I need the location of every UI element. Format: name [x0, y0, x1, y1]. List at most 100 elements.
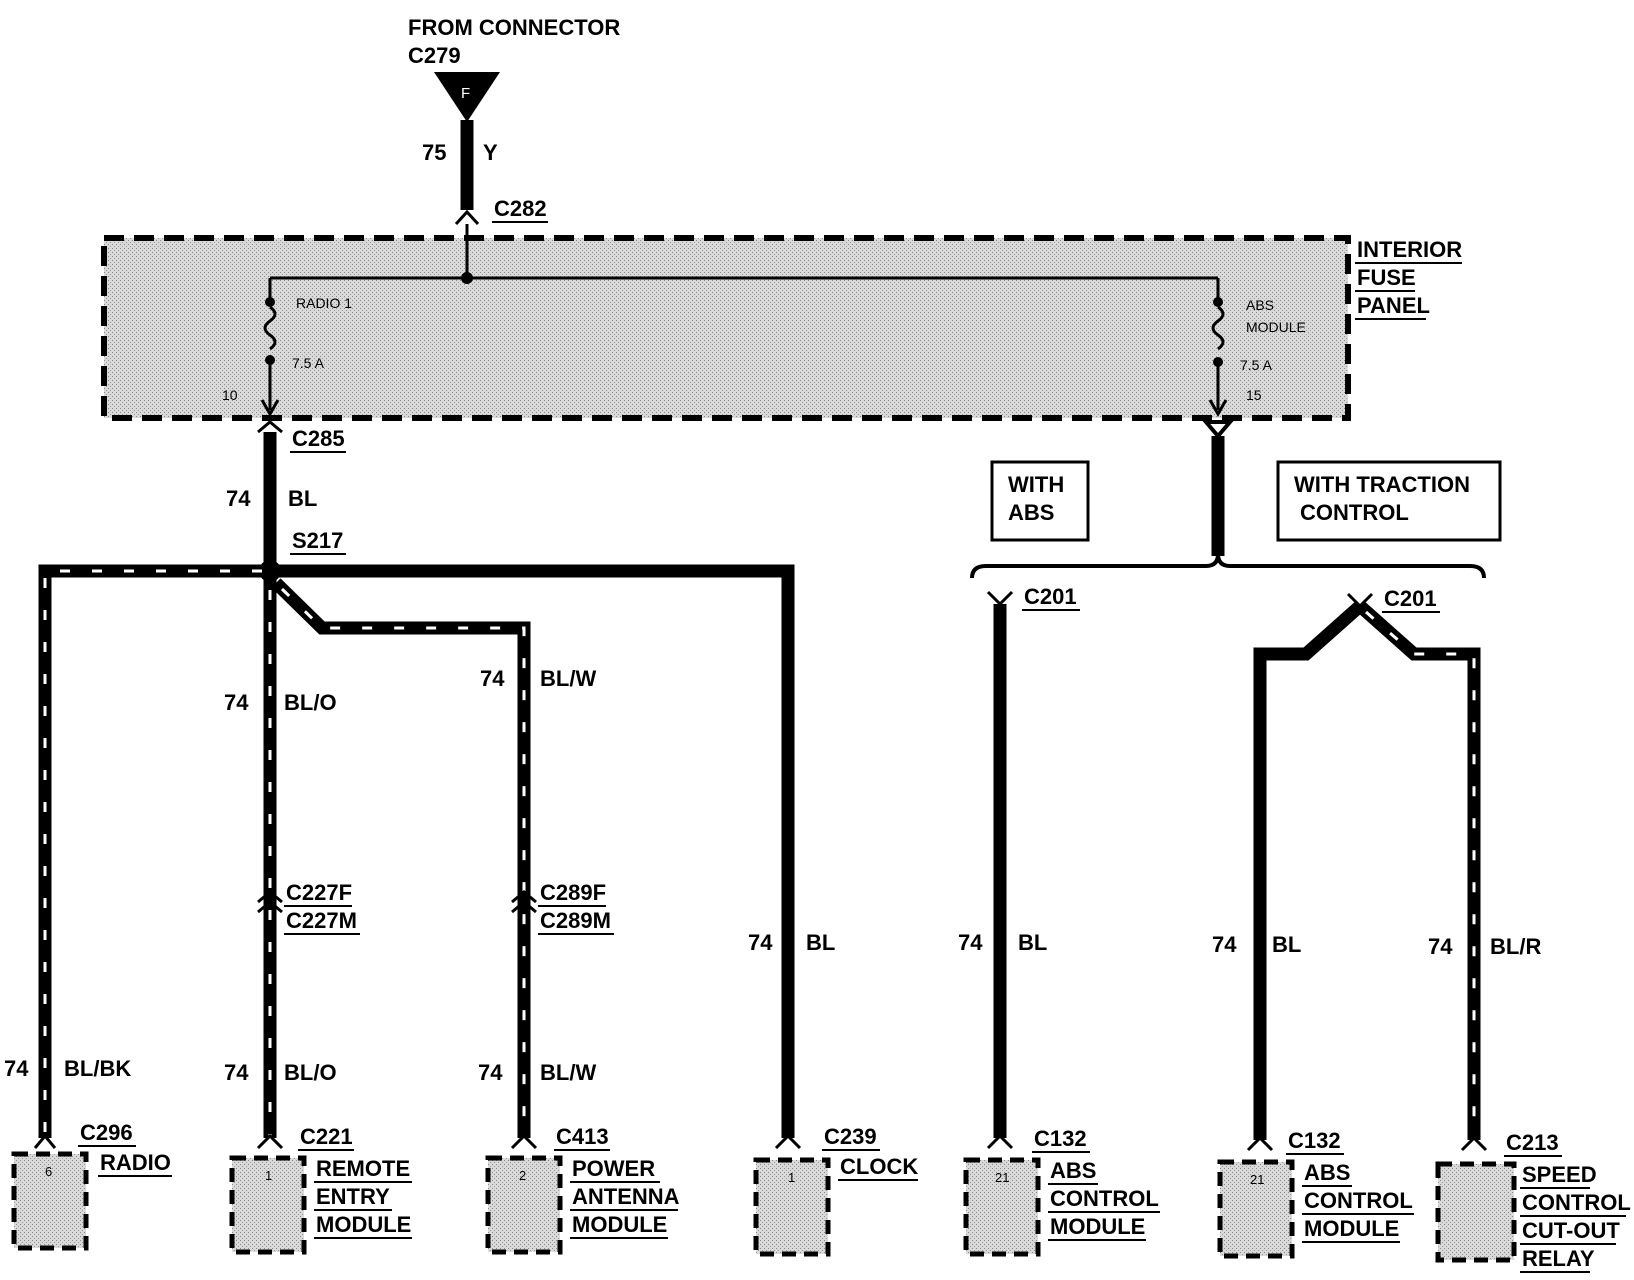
tc-abs-wire-circuit: 74 [1212, 932, 1237, 957]
wire-75-color: Y [483, 140, 498, 165]
fuse-abs-number: 15 [1246, 387, 1262, 403]
remote-top-color: BL/O [284, 690, 337, 715]
c132-abs-label: C132 [1034, 1126, 1087, 1151]
fuse-abs-name-2: MODULE [1246, 319, 1306, 335]
s217-label: S217 [292, 528, 343, 553]
c213-label: C213 [1506, 1130, 1559, 1155]
fuse-radio-1 [260, 297, 280, 418]
antenna-top-color: BL/W [540, 666, 596, 691]
power-antenna-label-3: MODULE [572, 1212, 667, 1237]
c132-tc-connector-symbol [1246, 1135, 1274, 1152]
tc-abs-control-label-3: MODULE [1304, 1216, 1399, 1241]
source-connector-label: C279 [408, 43, 461, 68]
c282-label: C282 [494, 196, 547, 221]
abs-control-label-1: ABS [1050, 1158, 1096, 1183]
fuse-radio-1-name: RADIO 1 [296, 295, 352, 311]
speed-control-relay [1435, 1161, 1517, 1263]
power-antenna-label-2: ANTENNA [572, 1184, 680, 1209]
c296-connector-symbol [33, 1133, 57, 1149]
c221-connector-symbol [256, 1133, 284, 1150]
remote-entry-label-2: ENTRY [316, 1184, 390, 1209]
abs-control-pin: 21 [995, 1170, 1009, 1185]
c132-tc-label: C132 [1288, 1128, 1341, 1153]
c413-connector-symbol [510, 1133, 538, 1150]
remote-bottom-color: BL/O [284, 1060, 337, 1085]
c201-tc-connector-symbol [1346, 592, 1374, 609]
c285-label: C285 [292, 426, 345, 451]
remote-entry-pin: 1 [265, 1168, 272, 1183]
radio-pin: 6 [45, 1164, 52, 1179]
c296-label: C296 [80, 1120, 133, 1145]
option-box-with-abs [990, 460, 1090, 542]
c221-label: C221 [300, 1124, 353, 1149]
remote-bottom-circuit: 74 [224, 1060, 249, 1085]
remote-entry-module [229, 1155, 307, 1255]
c239-connector-symbol [774, 1133, 802, 1150]
abs-control-label-2: CONTROL [1050, 1186, 1159, 1211]
c132-abs-connector-symbol [986, 1133, 1014, 1150]
c227m-label: C227M [286, 908, 357, 933]
remote-entry-label-3: MODULE [316, 1212, 411, 1237]
option-brace [970, 553, 1486, 579]
tc-abs-control-label-1: ABS [1304, 1160, 1350, 1185]
abs-wire-color: BL [1018, 930, 1047, 955]
speed-wire-circuit: 74 [1428, 934, 1453, 959]
speed-wire-color: BL/R [1490, 934, 1541, 959]
wire-74-bl-r [1355, 601, 1481, 1140]
c285-connector-symbol [257, 420, 283, 434]
wire-74-bl-tc-abs [1253, 601, 1365, 1140]
fuse-panel-title-2: FUSE [1357, 265, 1416, 290]
c227-inline-connector [257, 890, 283, 914]
remote-top-circuit: 74 [224, 690, 249, 715]
tc-abs-control-pin: 21 [1250, 1172, 1264, 1187]
fuse-abs-rating: 7.5 A [1240, 357, 1273, 373]
power-antenna-pin: 2 [519, 1168, 526, 1183]
power-antenna-module [485, 1155, 563, 1255]
option-with-abs-line2: ABS [1008, 500, 1054, 525]
wire-74-bl-clock [278, 564, 795, 1138]
clock-component [753, 1157, 831, 1257]
fuse-panel-title-3: PANEL [1357, 293, 1430, 318]
c413-label: C413 [556, 1124, 609, 1149]
clock-pin: 1 [788, 1170, 795, 1185]
c282-connector-symbol [454, 209, 480, 226]
c289f-label: C289F [540, 880, 606, 905]
wire-74-bl-bk [38, 564, 262, 1138]
antenna-bottom-color: BL/W [540, 1060, 596, 1085]
radio-component [11, 1151, 89, 1251]
abs-fuse-out-connector [1201, 420, 1235, 440]
abs-control-module [963, 1157, 1041, 1257]
option-with-abs-line1: WITH [1008, 472, 1064, 497]
remote-entry-label-1: REMOTE [316, 1156, 410, 1181]
antenna-top-circuit: 74 [480, 666, 505, 691]
abs-control-label-3: MODULE [1050, 1214, 1145, 1239]
wire-75-circuit: 75 [422, 140, 446, 165]
c201-abs-label: C201 [1024, 584, 1077, 609]
clock-component-label: CLOCK [840, 1154, 918, 1179]
fuse-radio-1-number: 10 [222, 387, 238, 403]
interior-fuse-panel [101, 235, 1351, 421]
fuse-radio-1-rating: 7.5 A [292, 355, 325, 371]
speed-control-label-2: CONTROL [1522, 1190, 1631, 1215]
radio-wire-color: BL/BK [64, 1056, 131, 1081]
tc-abs-control-label-2: CONTROL [1304, 1188, 1413, 1213]
wire-74-bl-main-circuit: 74 [226, 486, 251, 511]
c289m-label: C289M [540, 908, 611, 933]
radio-component-label: RADIO [100, 1150, 171, 1175]
fuse-abs-name-1: ABS [1246, 297, 1274, 313]
source-terminal-label: F [461, 85, 470, 102]
power-antenna-label-1: POWER [572, 1156, 655, 1181]
fuse-panel-title-1: INTERIOR [1357, 237, 1462, 262]
tc-abs-wire-color: BL [1272, 932, 1301, 957]
option-traction-line2: CONTROL [1300, 500, 1409, 525]
wire-74-bl-main-color: BL [288, 486, 317, 511]
source-heading: FROM CONNECTOR [408, 15, 620, 40]
c201-abs-connector-symbol [986, 590, 1014, 607]
speed-control-label-4: RELAY [1522, 1246, 1595, 1271]
abs-wire-circuit: 74 [958, 930, 983, 955]
c239-label: C239 [824, 1124, 877, 1149]
fuse-abs-module [1208, 297, 1228, 418]
speed-control-label-1: SPEED [1522, 1162, 1597, 1187]
source-terminal-symbol [434, 72, 500, 122]
